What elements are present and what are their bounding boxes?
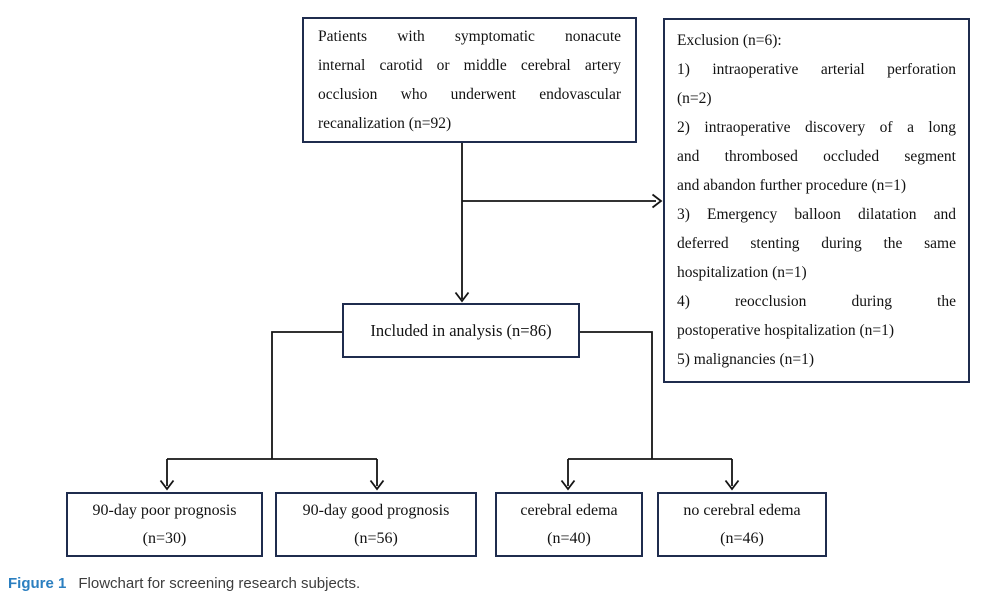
box-poor-count: (n=30)	[142, 530, 187, 547]
text-line: 2) intraoperative discovery of a long	[677, 119, 956, 136]
text-line: 4) reocclusion during the	[677, 293, 956, 310]
exclusion-item: 2) intraoperative discovery of a long and…	[677, 113, 956, 200]
box-good-prognosis: 90-day good prognosis (n=56)	[275, 492, 477, 557]
text-line: and thrombosed occluded segment	[677, 148, 956, 165]
box-poor-label: 90-day poor prognosis	[92, 502, 237, 519]
box-exclusion: Exclusion (n=6): 1) intraoperative arteri…	[663, 18, 970, 383]
box-no-cerebral-edema: no cerebral edema (n=46)	[657, 492, 827, 557]
text-line: postoperative hospitalization (n=1)	[677, 322, 895, 339]
arrowhead-down-edema	[560, 479, 576, 491]
exclusion-item: 3) Emergency balloon dilatation and defer…	[677, 200, 956, 287]
arrowhead-down-good	[369, 479, 385, 491]
box-noedema-label: no cerebral edema	[683, 502, 801, 519]
text-line: and abandon further procedure (n=1)	[677, 177, 907, 194]
box-good-count: (n=56)	[354, 530, 398, 547]
text-line: Patients with symptomatic nonacute	[318, 28, 621, 45]
box-edema-count: (n=40)	[547, 530, 591, 547]
connector-included-left	[271, 331, 342, 459]
text-line: hospitalization (n=1)	[677, 264, 807, 281]
figure-caption: Figure 1 Flowchart for screening research…	[8, 574, 360, 594]
exclusion-item: 5) malignancies (n=1)	[677, 345, 956, 374]
box-included-in-analysis: Included in analysis (n=86)	[342, 303, 580, 358]
box-good-label: 90-day good prognosis	[302, 502, 450, 519]
figure-caption-text: Flowchart for screening research subject…	[78, 575, 361, 592]
arrowhead-right-exclusion	[651, 193, 663, 209]
text-line: 3) Emergency balloon dilatation and	[677, 206, 956, 223]
arrowhead-down-no-edema	[724, 479, 740, 491]
text-line: 1) intraoperative arterial perforation	[677, 61, 956, 78]
text-line: internal carotid or middle cerebral arte…	[318, 57, 621, 74]
exclusion-item: Exclusion (n=6):	[677, 26, 956, 55]
text-line: (n=2)	[677, 90, 712, 107]
text-line: Exclusion (n=6):	[677, 32, 782, 49]
text-line: 5) malignancies (n=1)	[677, 351, 815, 368]
arrowhead-down-included	[454, 291, 470, 303]
arrowhead-down-poor	[159, 479, 175, 491]
box-poor-prognosis: 90-day poor prognosis (n=30)	[66, 492, 263, 557]
box-noedema-count: (n=46)	[720, 530, 764, 547]
text-line: recanalization (n=92)	[318, 115, 452, 132]
exclusion-item: 1) intraoperative arterial perforation (n…	[677, 55, 956, 113]
text-line: deferred stenting during the same	[677, 235, 956, 252]
figure-caption-label: Figure 1	[8, 575, 67, 592]
box-patients: Patients with symptomatic nonacute intern…	[302, 17, 637, 143]
box-cerebral-edema: cerebral edema (n=40)	[495, 492, 643, 557]
exclusion-item: 4) reocclusion during the postoperative h…	[677, 287, 956, 345]
text-line: occlusion who underwent endovascular	[318, 86, 621, 103]
box-edema-label: cerebral edema	[520, 502, 618, 519]
connector-included-right	[580, 331, 653, 459]
